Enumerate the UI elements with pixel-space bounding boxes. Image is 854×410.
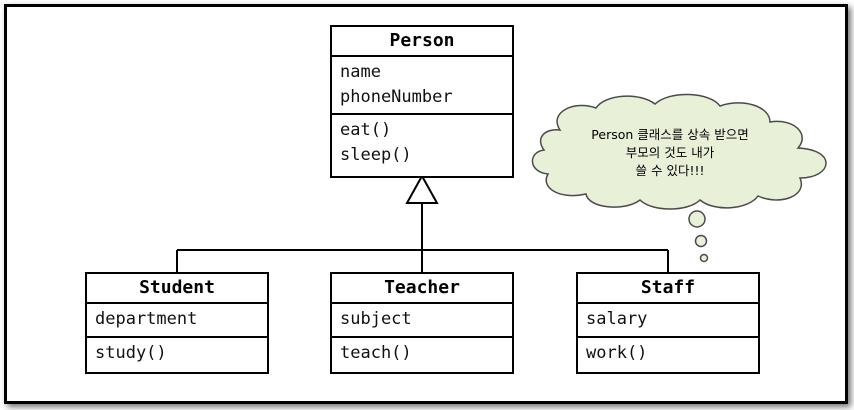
callout-line: 쓸 수 있다!!!	[635, 163, 705, 178]
thought-bubble-medium	[694, 234, 708, 248]
methods-section: work()	[578, 336, 758, 370]
thought-cloud-shape	[531, 93, 827, 210]
class-teacher: Teacher subject teach()	[330, 272, 514, 374]
attribute: department	[95, 309, 198, 329]
inheritance-arrowhead	[405, 173, 439, 204]
attribute: phoneNumber	[340, 87, 453, 107]
callout-line: Person 클래스를 상속 받으면	[591, 127, 749, 142]
class-name: Staff	[640, 277, 696, 298]
method: sleep()	[340, 145, 412, 165]
attribute: subject	[340, 309, 412, 329]
class-name: Person	[389, 30, 455, 51]
methods-section: study()	[87, 336, 267, 370]
thought-bubble-small	[699, 253, 709, 263]
class-name: Student	[139, 277, 215, 298]
thought-bubble-large	[688, 210, 706, 228]
callout-line: 부모의 것도 내가	[625, 145, 715, 160]
attributes-section: name phoneNumber	[332, 55, 512, 113]
class-student: Student department study()	[85, 272, 269, 374]
attributes-section: salary	[578, 302, 758, 336]
method: study()	[95, 343, 167, 363]
class-person: Person name phoneNumber eat() sleep()	[330, 25, 514, 178]
method: teach()	[340, 343, 412, 363]
methods-section: eat() sleep()	[332, 113, 512, 172]
method: work()	[586, 343, 648, 363]
method: eat()	[340, 120, 392, 140]
class-name: Teacher	[384, 277, 460, 298]
attribute: salary	[586, 309, 648, 329]
thought-cloud-text: Person 클래스를 상속 받으면 부모의 것도 내가 쓸 수 있다!!!	[570, 126, 770, 180]
attribute: name	[340, 62, 381, 82]
attributes-section: subject	[332, 302, 512, 336]
class-staff: Staff salary work()	[576, 272, 760, 374]
methods-section: teach()	[332, 336, 512, 370]
attributes-section: department	[87, 302, 267, 336]
